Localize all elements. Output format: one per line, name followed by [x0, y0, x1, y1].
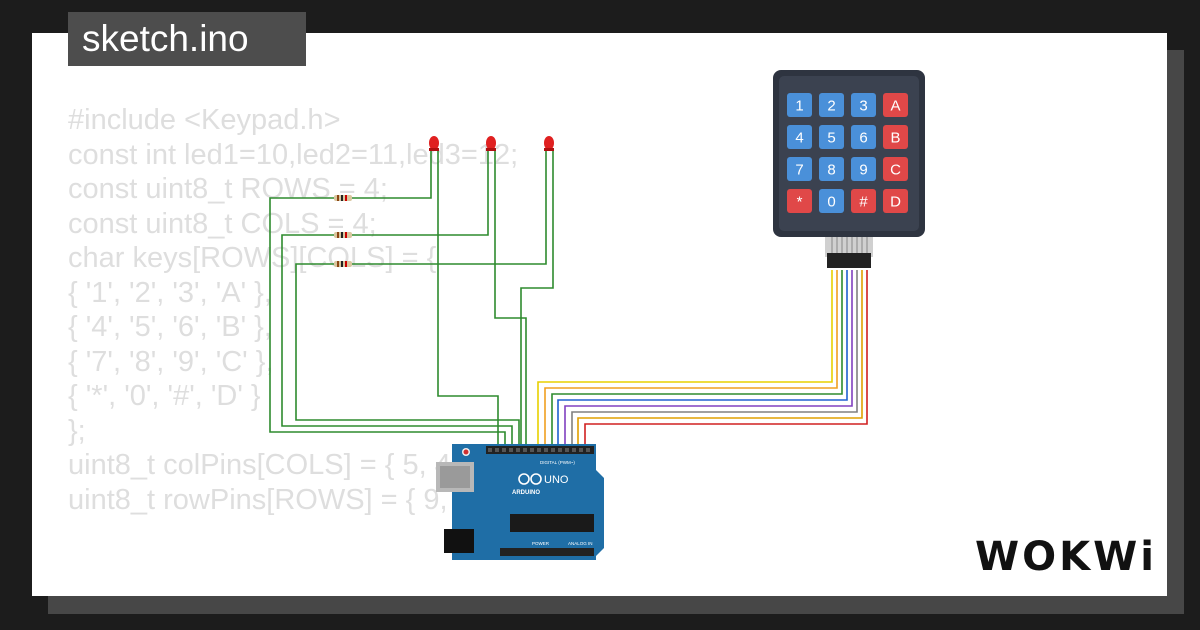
wokwi-logo: WOKWi [975, 534, 1157, 580]
file-tab[interactable]: sketch.ino [68, 12, 306, 66]
keypad-key-1[interactable] [787, 93, 812, 117]
keypad-key-label: 0 [827, 194, 835, 211]
wire-led3-anode [295, 150, 547, 447]
keypad-key-4[interactable] [787, 125, 812, 149]
resistor-2 [334, 232, 352, 238]
code-line-8: { '7', '8', '9', 'C' }, [68, 345, 274, 378]
keypad-key-label: 8 [827, 162, 835, 179]
keypad-key-label: 2 [827, 98, 835, 115]
led-2[interactable] [486, 136, 496, 151]
keypad-key-label: * [797, 194, 803, 211]
preview-card: #include <Keypad.h>const int led1=10,led… [32, 33, 1167, 596]
keypad-key-label: 7 [795, 162, 803, 179]
wire-led2-cathode [494, 150, 527, 447]
keypad-key-A[interactable] [883, 93, 908, 117]
keypad-key-label: B [890, 130, 900, 147]
keypad-key-*[interactable] [787, 189, 812, 213]
code-line-5: char keys[ROWS][COLS] = { [68, 242, 437, 274]
keypad-key-7[interactable] [787, 157, 812, 181]
wire-keypad-7 [577, 270, 863, 447]
led-1[interactable] [429, 136, 439, 151]
wire-keypad-5 [564, 270, 853, 447]
keypad-key-label: 3 [859, 98, 867, 115]
keypad-key-label: 9 [859, 162, 867, 179]
keypad-key-label: 5 [827, 130, 835, 147]
keypad-key-label: D [890, 194, 901, 211]
code-line-2: const int led1=10,led2=11,led3=12; [68, 138, 519, 171]
wire-led1-cathode [437, 150, 499, 447]
wire-keypad-2 [544, 270, 838, 447]
code-line-6: { '1', '2', '3', 'A' }, [68, 276, 272, 309]
keypad-key-label: 4 [795, 130, 803, 147]
led-3[interactable] [544, 136, 554, 151]
analog-label: ANALOG IN [568, 541, 593, 546]
code-line-9: { '*', '0', '#', 'D' } [68, 380, 261, 412]
keypad-key-D[interactable] [883, 189, 908, 213]
keypad-key-5[interactable] [819, 125, 844, 149]
uno-model-label: UNO [544, 474, 569, 486]
atmega-chip [510, 514, 594, 532]
leds [429, 136, 554, 151]
wire-led3-cathode [520, 150, 554, 447]
keypad-key-6[interactable] [851, 125, 876, 149]
arduino-uno-board[interactable]: UNO ARDUINO DIGITAL (PWM~) POWER ANALOG … [436, 444, 604, 560]
arduino-logo-icon [518, 473, 542, 485]
code-line-3: const uint8_t ROWS = 4; [68, 173, 388, 205]
wire-led1-anode [269, 150, 506, 447]
power-analog-header [500, 548, 594, 556]
arduino-brand-label: ARDUINO [512, 490, 540, 496]
wire-keypad-6 [571, 270, 858, 447]
code-line-10: }; [68, 414, 86, 447]
keypad-key-3[interactable] [851, 93, 876, 117]
keypad-keys: 1 2 3 A 4 5 6 B 7 8 9 C * 0 # D [787, 93, 908, 213]
keypad-key-B[interactable] [883, 125, 908, 149]
resistor-3 [334, 261, 352, 267]
wire-led2-anode [281, 150, 513, 447]
keypad-key-2[interactable] [819, 93, 844, 117]
power-label: POWER [532, 541, 550, 546]
resistors [334, 195, 352, 267]
keypad-key-label: A [890, 98, 900, 115]
keypad-key-label: C [890, 162, 901, 179]
resistor-1 [334, 195, 352, 201]
wire-keypad-8 [584, 270, 868, 447]
wire-keypad-4 [557, 270, 848, 447]
keypad-key-label: # [859, 194, 868, 211]
file-tab-label: sketch.ino [82, 18, 249, 59]
keypad-key-0[interactable] [819, 189, 844, 213]
wire-keypad-3 [551, 270, 843, 447]
membrane-keypad[interactable]: 1 2 3 A 4 5 6 B 7 8 9 C * 0 # D [773, 70, 925, 268]
keypad-key-label: 6 [859, 130, 867, 147]
keypad-connector [825, 237, 873, 268]
keypad-key-C[interactable] [883, 157, 908, 181]
reset-button[interactable] [463, 449, 469, 455]
code-line-4: const uint8_t COLS = 4; [68, 207, 377, 240]
wire-keypad-1 [537, 270, 833, 447]
keypad-wires [537, 270, 868, 447]
keypad-key-9[interactable] [851, 157, 876, 181]
digital-header-label: DIGITAL (PWM~) [540, 460, 575, 465]
keypad-key-label: 1 [795, 98, 803, 115]
keypad-key-#[interactable] [851, 189, 876, 213]
keypad-key-8[interactable] [819, 157, 844, 181]
code-line-1: #include <Keypad.h> [68, 104, 341, 136]
led-wires [269, 150, 554, 447]
code-line-7: { '4', '5', '6', 'B' }, [68, 311, 272, 343]
power-jack [444, 529, 474, 553]
